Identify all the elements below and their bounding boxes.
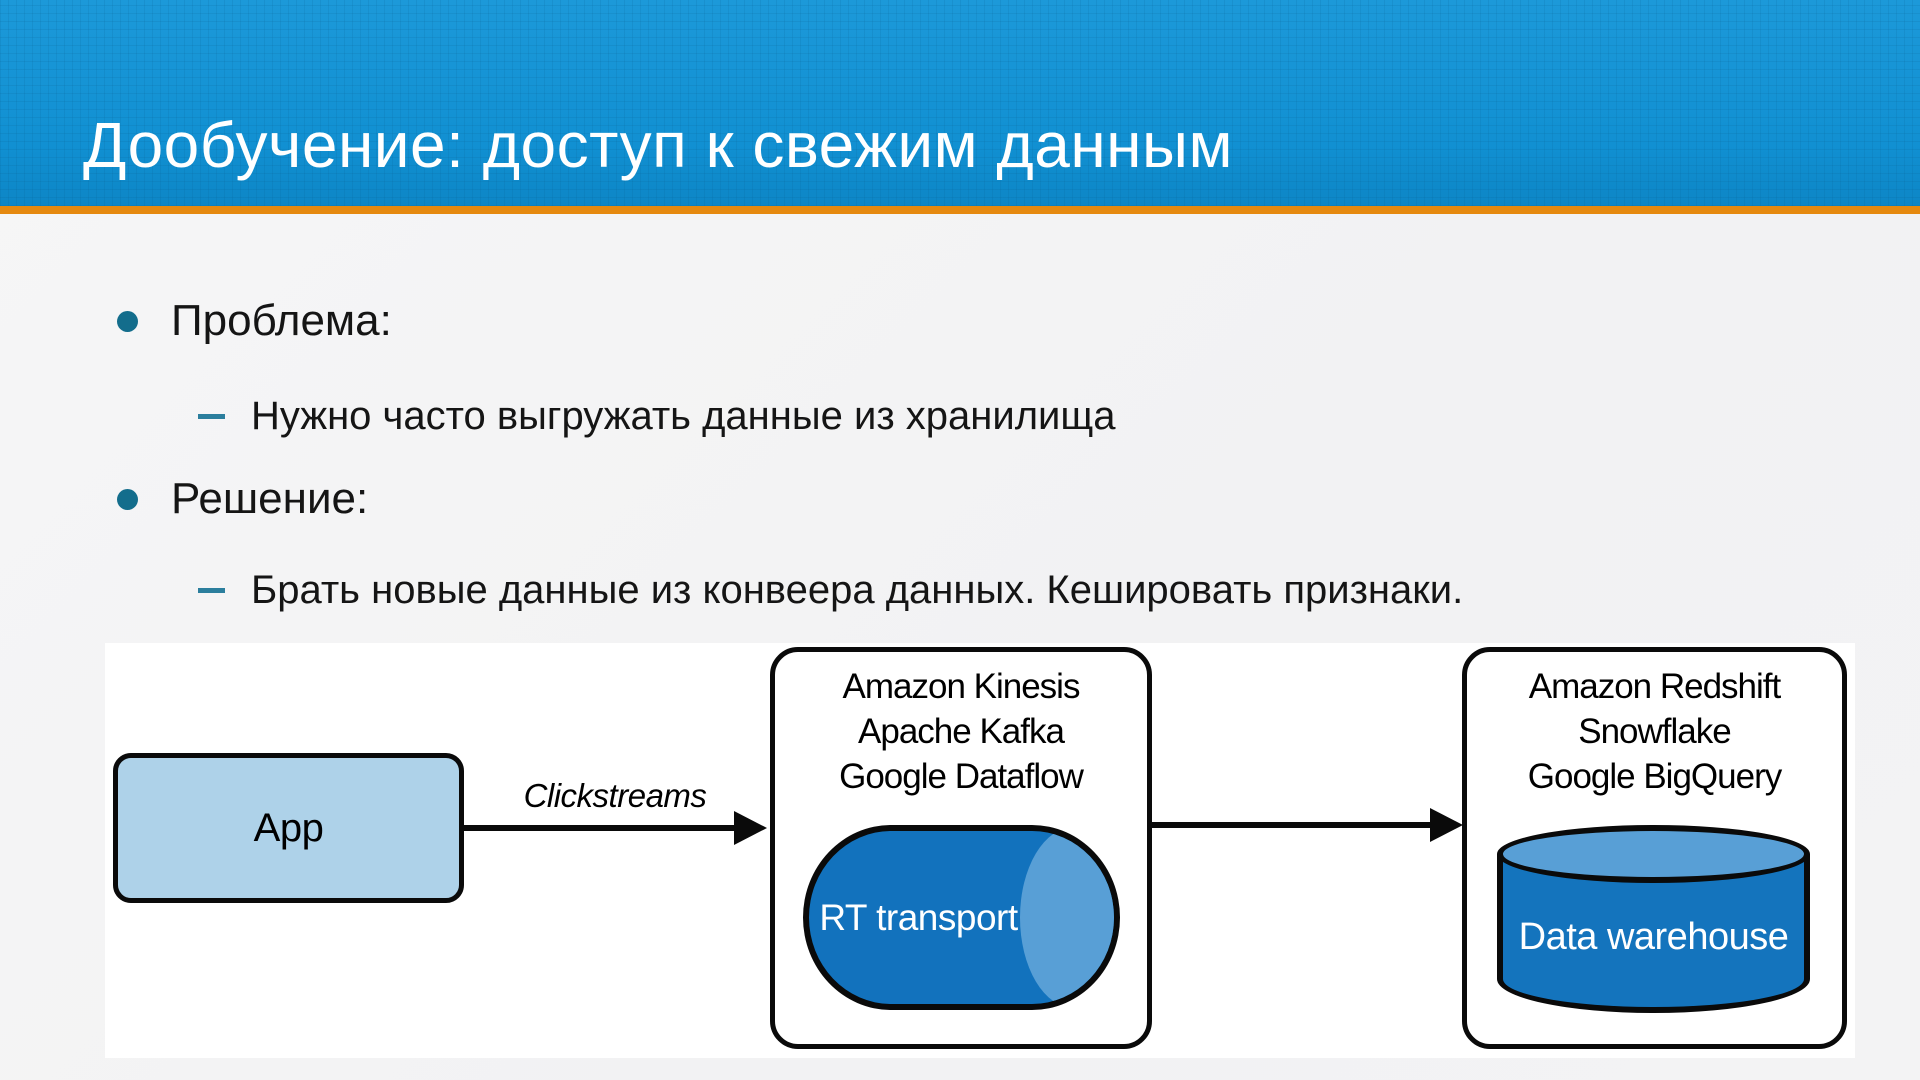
- subbullet-solution-1: Брать новые данные из конвеера данных. К…: [198, 560, 1463, 620]
- subbullet-label: Нужно часто выгружать данные из хранилищ…: [251, 393, 1116, 438]
- bullet-problem: Проблема:: [117, 290, 392, 352]
- bullet-solution: Решение:: [117, 468, 368, 530]
- rt-transport-label: RT transport: [819, 896, 1018, 938]
- cylinder-cap-icon: [1020, 831, 1114, 1004]
- service-label: Snowflake: [1578, 712, 1731, 751]
- data-warehouse-cylinder-icon: Data warehouse: [1497, 825, 1810, 1013]
- accent-divider: [0, 206, 1920, 214]
- bullet-label: Решение:: [171, 474, 369, 523]
- service-label: Apache Kafka: [858, 712, 1065, 751]
- arrowhead-icon: [1430, 808, 1463, 842]
- dataflow-diagram: App Clickstreams Amazon Kinesis Apache K…: [105, 643, 1855, 1058]
- app-node: App: [113, 753, 464, 903]
- clickstreams-label: Clickstreams: [523, 777, 707, 814]
- service-label: Google BigQuery: [1527, 757, 1782, 796]
- bullet-label: Проблема:: [171, 296, 392, 345]
- warehouse-services-list: Amazon Redshift Snowflake Google BigQuer…: [1467, 652, 1842, 799]
- transport-services-list: Amazon Kinesis Apache Kafka Google Dataf…: [775, 652, 1147, 799]
- bullet-dash-icon: [198, 413, 225, 419]
- service-label: Amazon Kinesis: [842, 667, 1081, 706]
- app-node-label: App: [253, 805, 324, 850]
- subbullet-label: Брать новые данные из конвеера данных. К…: [251, 567, 1464, 612]
- service-label: Amazon Redshift: [1528, 667, 1782, 706]
- arrowhead-icon: [734, 811, 767, 845]
- bullet-dot-icon: [117, 310, 138, 332]
- bullet-dot-icon: [117, 488, 138, 510]
- bullet-dash-icon: [198, 587, 225, 593]
- data-warehouse-label: Data warehouse: [1518, 916, 1789, 958]
- clickstreams-arrow-icon: [464, 825, 736, 831]
- data-warehouse-node: Amazon Redshift Snowflake Google BigQuer…: [1462, 647, 1847, 1049]
- realtime-transport-node: Amazon Kinesis Apache Kafka Google Dataf…: [770, 647, 1152, 1049]
- subbullet-problem-1: Нужно часто выгружать данные из хранилищ…: [198, 386, 1116, 446]
- rt-transport-cylinder-icon: RT transport: [803, 825, 1120, 1010]
- service-label: Google Dataflow: [839, 757, 1084, 796]
- slide-title: Дообучение: доступ к свежим данным: [83, 109, 1233, 181]
- slide-header: Дообучение: доступ к свежим данным: [0, 0, 1920, 206]
- cylinder-top-icon: [1497, 825, 1810, 883]
- transport-to-warehouse-arrow-icon: [1152, 822, 1432, 828]
